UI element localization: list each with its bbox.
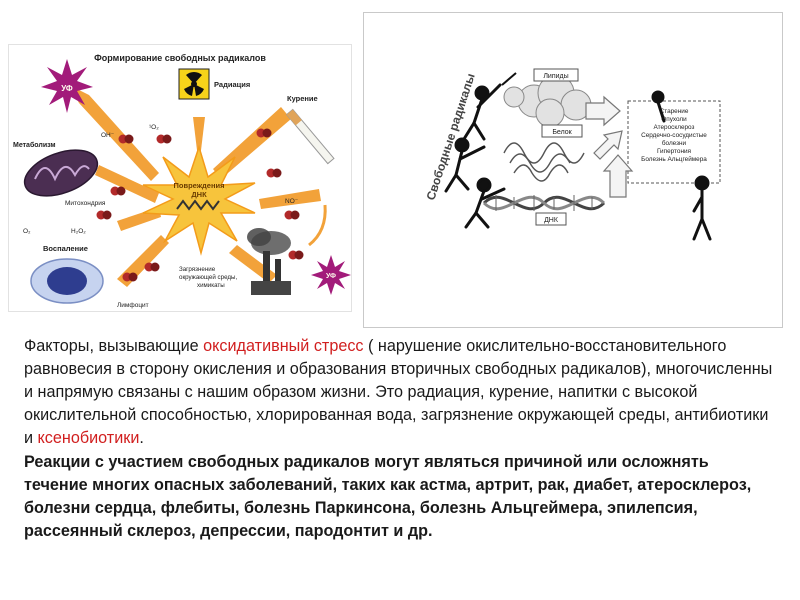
caption-paragraph-2: Реакции с участием свободных радикалов м… [24, 453, 752, 540]
lipid-cloud-icon [503, 74, 592, 128]
radical-figures-icon [444, 83, 712, 241]
club-icon [501, 72, 517, 86]
lipids-label: Липиды [543, 73, 568, 80]
lymphocyte-label: Лимфоцит [117, 302, 149, 309]
uv-top-label: УФ [61, 84, 73, 93]
arrow-right [259, 189, 321, 209]
inflammation-label: Воспаление [43, 244, 88, 253]
pollution-label-2: окружающей среды, [179, 274, 237, 281]
formula-no: NO⁻ [285, 198, 298, 205]
formula-oh: OH⁻ [101, 132, 114, 139]
molecule-icons [96, 128, 304, 282]
disease-item: болезни [662, 139, 687, 147]
arrow-uv [69, 85, 159, 181]
effects-diagram-svg: Свободные радикалы Липиды Белок ДНК [424, 68, 721, 241]
disease-item: Опухоли [661, 116, 687, 123]
highlight-xenobiotics: ксенобиотики [37, 429, 140, 447]
disease-list: Старение Опухоли Атеросклероз Сердечно-с… [641, 108, 707, 163]
caption-paragraph-1: Факторы, вызывающие оксидативный стресс … [24, 335, 776, 450]
caption-text: Факторы, вызывающие оксидативный стресс … [24, 335, 776, 543]
cigarette-icon [285, 108, 335, 165]
dna-label-box [535, 212, 567, 226]
free-radicals-formation-diagram: Формирование свободных радикалов Поврежд… [8, 44, 352, 312]
dna-damage-burst [142, 144, 256, 256]
caption-p1-middle: ( нарушение окислительно-восстановительн… [24, 337, 773, 447]
formation-diagram-svg: Формирование свободных радикалов Поврежд… [13, 53, 351, 309]
protein-label: Белок [552, 129, 572, 136]
formation-title: Формирование свободных радикалов [94, 53, 266, 63]
arrow-metabolism [95, 165, 159, 203]
burst-label-line1: Повреждения [173, 181, 224, 190]
highlight-oxidative-stress: оксидативный стресс [203, 337, 364, 355]
smoking-label: Курение [287, 94, 318, 103]
mitochondria-label: Митохондрия [65, 200, 106, 207]
radiation-label: Радиация [214, 80, 250, 89]
disease-item: Гипертония [657, 148, 692, 155]
disease-item: Болезнь Альцгеймера [641, 155, 707, 163]
arrow-uv-bottom [308, 204, 327, 247]
free-radicals-effects-diagram: Свободные радикалы Липиды Белок ДНК [363, 12, 783, 328]
block-arrows [585, 95, 634, 198]
disease-item: Атеросклероз [654, 124, 695, 131]
uv-star-icon [41, 59, 93, 113]
burst-label-line2: ДНК [191, 190, 207, 199]
metabolism-label: Метаболизм [13, 141, 56, 149]
arrow-radiation [193, 117, 205, 167]
formula-o2-singlet: ¹O₂ [149, 124, 159, 131]
factory-icon [247, 228, 291, 295]
protein-label-box [541, 124, 583, 138]
disease-item: Старение [660, 108, 689, 115]
pollution-label-1: Загрязнение [179, 266, 216, 273]
dna-label: ДНК [544, 217, 559, 224]
disease-item: Сердечно-сосудистые [641, 132, 707, 139]
mitochondria-icon [23, 149, 99, 197]
caption-p1-end: . [139, 429, 144, 447]
lipids-label-box [533, 68, 579, 82]
diseases-box [627, 100, 721, 184]
uv-bottom-label: УФ [326, 273, 336, 280]
dna-helix-icon [176, 199, 220, 211]
formula-h2o2: H₂O₂ [71, 228, 86, 235]
protein-coil-icon [503, 142, 585, 182]
pollution-label-3: химикаты [197, 282, 225, 289]
uv-star-bottom-icon [311, 255, 351, 295]
caption-p1-start: Факторы, вызывающие [24, 337, 204, 355]
formula-o2: O₂ [23, 228, 31, 235]
